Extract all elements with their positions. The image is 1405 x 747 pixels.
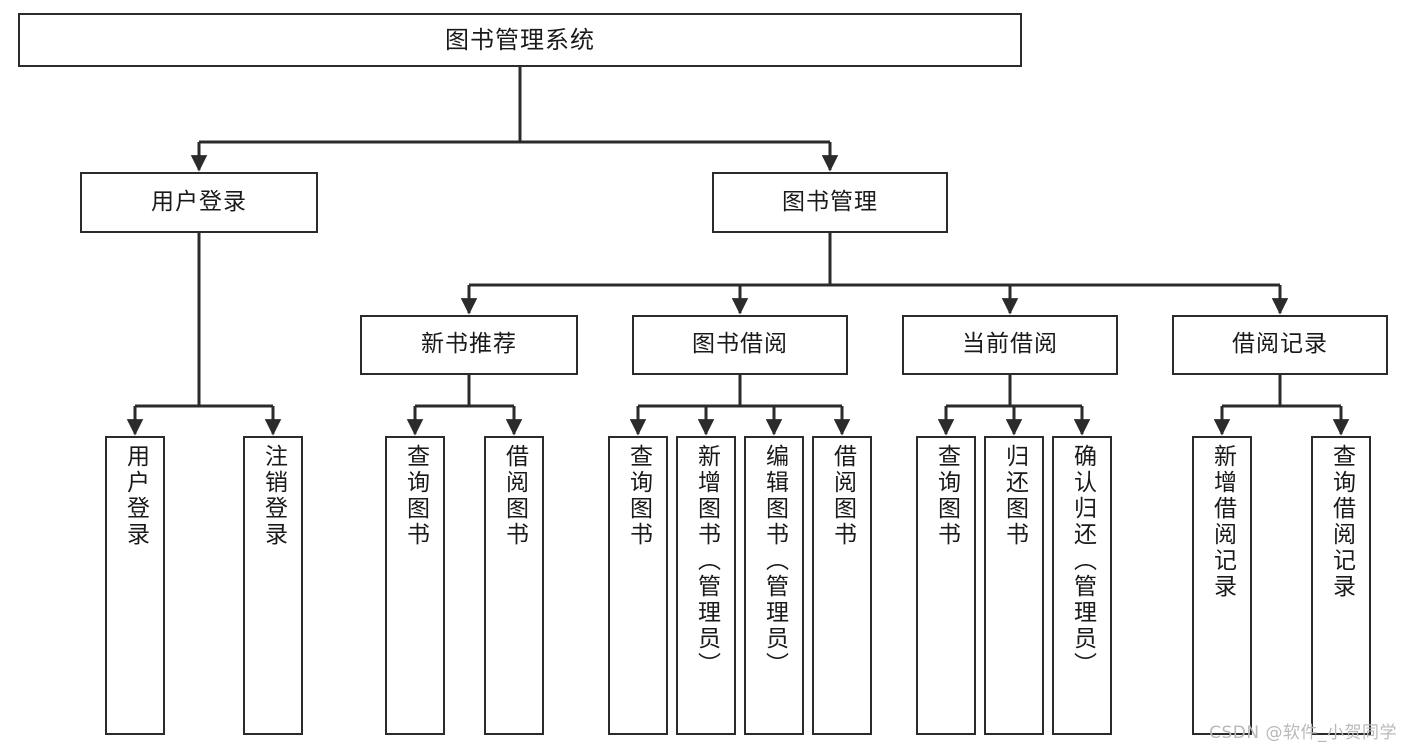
node-root[interactable]: 图书管理系统 <box>18 13 1022 67</box>
node-l-userlogin[interactable]: 用户登录 <box>105 436 165 735</box>
node-l-editbook[interactable]: 编辑图书（管理员） <box>744 436 804 735</box>
csdn-watermark: CSDN @软件_小贺同学 <box>1209 723 1397 743</box>
node-label: 查询图书 <box>933 444 960 548</box>
node-n-login[interactable]: 用户登录 <box>80 172 318 233</box>
node-l-qbook3[interactable]: 查询图书 <box>916 436 976 735</box>
node-l-qbook1[interactable]: 查询图书 <box>385 436 445 735</box>
node-label: 查询图书 <box>625 444 652 548</box>
node-label: 编辑图书（管理员） <box>761 444 788 678</box>
node-label: 借阅图书 <box>501 444 528 548</box>
node-n-record[interactable]: 借阅记录 <box>1172 315 1388 375</box>
node-l-addrec[interactable]: 新增借阅记录 <box>1192 436 1252 735</box>
node-l-qbook2[interactable]: 查询图书 <box>608 436 668 735</box>
node-label: 归还图书 <box>1001 444 1028 548</box>
node-label: 用户登录 <box>151 188 247 215</box>
node-label: 查询借阅记录 <box>1328 444 1355 600</box>
node-label: 当前借阅 <box>962 331 1058 358</box>
node-label: 图书管理 <box>782 188 878 215</box>
node-label: 确认归还（管理员） <box>1069 444 1096 678</box>
node-n-current[interactable]: 当前借阅 <box>902 315 1118 375</box>
node-label: 借阅记录 <box>1232 331 1328 358</box>
node-n-bookmgr[interactable]: 图书管理 <box>712 172 948 233</box>
node-n-borrow[interactable]: 图书借阅 <box>632 315 848 375</box>
node-label: 注销登录 <box>260 444 287 548</box>
node-label: 查询图书 <box>402 444 429 548</box>
node-l-borrowbook1[interactable]: 借阅图书 <box>484 436 544 735</box>
node-label: 新书推荐 <box>421 331 517 358</box>
node-l-addbook[interactable]: 新增图书（管理员） <box>676 436 736 735</box>
node-label: 借阅图书 <box>829 444 856 548</box>
node-label: 图书管理系统 <box>445 25 595 54</box>
node-label: 新增借阅记录 <box>1209 444 1236 600</box>
node-n-newrec[interactable]: 新书推荐 <box>360 315 578 375</box>
node-label: 新增图书（管理员） <box>693 444 720 678</box>
node-l-borrowbook2[interactable]: 借阅图书 <box>812 436 872 735</box>
node-label: 图书借阅 <box>692 331 788 358</box>
node-l-logout[interactable]: 注销登录 <box>243 436 303 735</box>
node-l-qrec[interactable]: 查询借阅记录 <box>1311 436 1371 735</box>
node-label: 用户登录 <box>122 444 149 548</box>
node-l-return[interactable]: 归还图书 <box>984 436 1044 735</box>
node-l-confirm[interactable]: 确认归还（管理员） <box>1052 436 1112 735</box>
